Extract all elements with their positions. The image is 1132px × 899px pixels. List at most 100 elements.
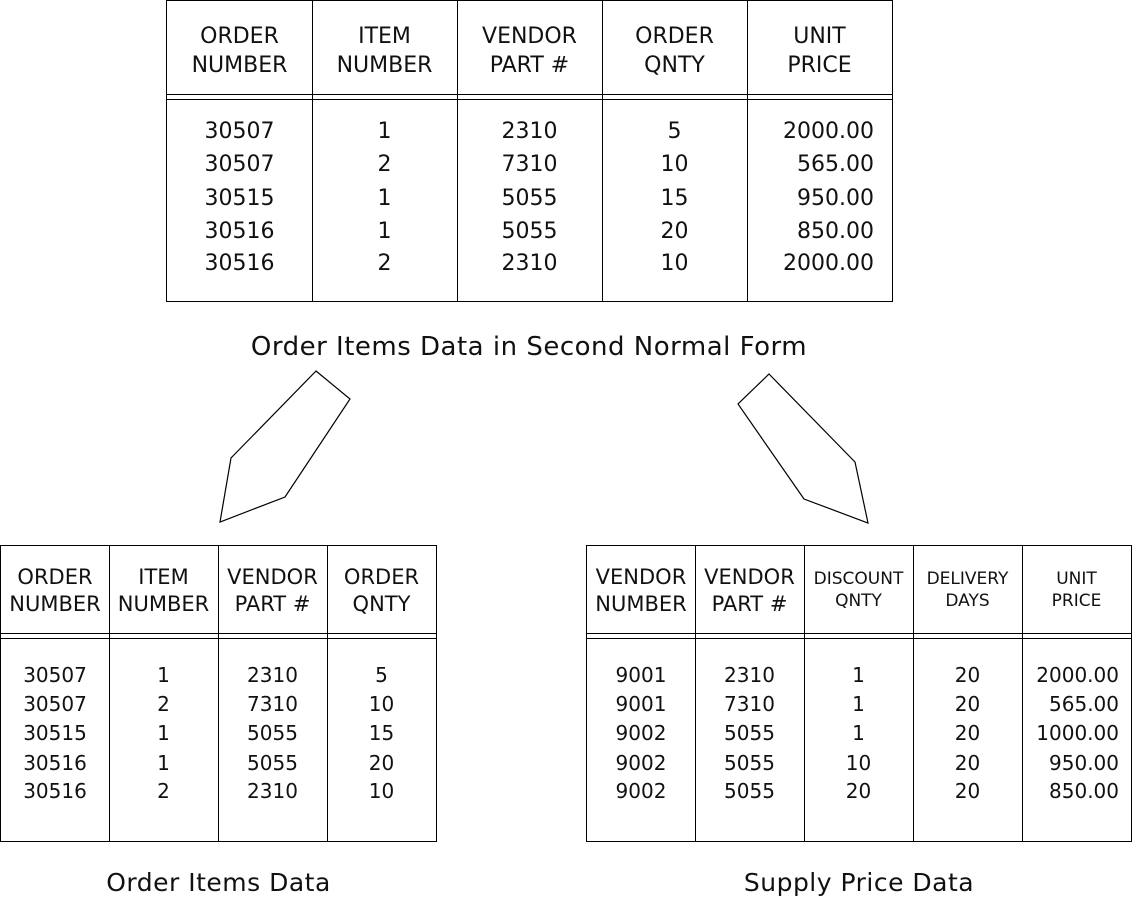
table-cell: 5055	[724, 751, 775, 775]
table-cell: 10	[660, 152, 689, 177]
table-cell: 9001	[615, 692, 667, 716]
column-divider	[804, 546, 805, 841]
header-divider	[167, 99, 892, 100]
table-cell: 15	[368, 721, 395, 745]
column-divider	[913, 546, 914, 841]
table-cell: 1000.00	[1036, 721, 1119, 745]
table-cell: 7310	[247, 692, 298, 716]
table-cell: 1	[157, 663, 170, 687]
header-divider	[587, 633, 1131, 634]
column-divider	[327, 546, 328, 841]
table-cell: 20	[954, 663, 981, 687]
table-cell: 2	[377, 152, 392, 177]
table-cell: 10	[368, 692, 395, 716]
table-cell: 565.00	[797, 152, 874, 177]
header-divider	[1, 633, 436, 634]
table-cell: 2310	[501, 119, 558, 144]
table-cell: 30516	[204, 219, 275, 244]
table-cell: 30507	[23, 692, 87, 716]
left-table-caption: Order Items Data	[106, 868, 331, 897]
table-cell: 30515	[23, 721, 87, 745]
table-cell: 2000.00	[783, 119, 874, 144]
column-divider	[602, 1, 603, 301]
table-cell: 850.00	[1049, 779, 1119, 803]
table-cell: 9001	[615, 663, 667, 687]
table-cell: 2310	[247, 663, 298, 687]
column-divider	[695, 546, 696, 841]
table-cell: 20	[954, 751, 981, 775]
table-cell: 7310	[724, 692, 775, 716]
right-table-caption: Supply Price Data	[743, 868, 975, 897]
table-cell: 30516	[23, 779, 87, 803]
table-cell: 5	[375, 663, 388, 687]
table-cell: 950.00	[797, 186, 874, 211]
column-divider	[1022, 546, 1023, 841]
column-divider	[218, 546, 219, 841]
table-cell: 5055	[724, 779, 775, 803]
table-cell: 9002	[615, 721, 667, 745]
table-cell: 30507	[23, 663, 87, 687]
header-divider	[167, 94, 892, 95]
table-cell: 20	[954, 721, 981, 745]
header-divider	[1, 638, 436, 639]
table-cell: 20	[954, 779, 981, 803]
table-cell: 30516	[204, 251, 275, 276]
column-divider	[457, 1, 458, 301]
table-cell: 1	[852, 692, 865, 716]
table-cell: 565.00	[1049, 692, 1119, 716]
table-cell: 1	[157, 721, 170, 745]
table-cell: 20	[368, 751, 395, 775]
column-divider	[747, 1, 748, 301]
table-cell: 30516	[23, 751, 87, 775]
table-cell: 20	[954, 692, 981, 716]
table-cell: 5055	[501, 219, 558, 244]
table-cell: 2310	[501, 251, 558, 276]
table-cell: 20	[845, 779, 872, 803]
table-cell: 1	[377, 119, 392, 144]
table-cell: 1	[377, 219, 392, 244]
table-cell: 1	[852, 721, 865, 745]
table-cell: 30507	[204, 152, 275, 177]
table-cell: 30507	[204, 119, 275, 144]
table-cell: 1	[377, 186, 392, 211]
table-cell: 7310	[501, 152, 558, 177]
table-cell: 15	[660, 186, 689, 211]
table-cell: 10	[845, 751, 872, 775]
column-divider	[312, 1, 313, 301]
table-cell: 1	[852, 663, 865, 687]
table-cell: 10	[660, 251, 689, 276]
header-divider	[587, 638, 1131, 639]
table-cell: 9002	[615, 779, 667, 803]
table-cell: 30515	[204, 186, 275, 211]
table-cell: 20	[660, 219, 689, 244]
table-cell: 5055	[247, 721, 298, 745]
table-cell: 1	[157, 751, 170, 775]
table-cell: 9002	[615, 751, 667, 775]
table-cell: 5055	[724, 721, 775, 745]
table-cell: 850.00	[797, 219, 874, 244]
table-cell: 5055	[501, 186, 558, 211]
column-divider	[109, 546, 110, 841]
top-table-caption: Order Items Data in Second Normal Form	[250, 332, 808, 362]
table-cell: 2310	[724, 663, 775, 687]
right-arrow	[737, 373, 869, 524]
left-arrow	[219, 370, 351, 523]
